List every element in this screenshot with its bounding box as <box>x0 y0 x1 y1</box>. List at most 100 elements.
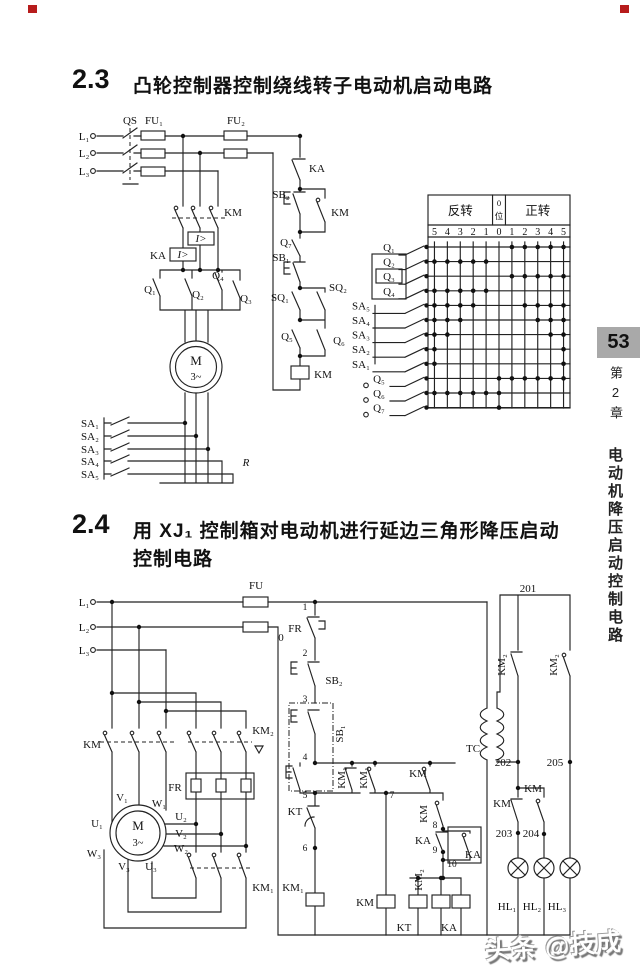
svg-text:W₂: W₂ <box>174 843 188 855</box>
svg-text:3~: 3~ <box>191 372 202 383</box>
svg-text:Q₁: Q₁ <box>144 284 156 296</box>
svg-text:KA: KA <box>465 849 481 861</box>
svg-text:KM: KM <box>314 369 332 381</box>
svg-text:SA₄: SA₄ <box>352 315 370 327</box>
svg-text:R: R <box>242 457 250 469</box>
section1-title: 凸轮控制器控制绕线转子电动机启动电路 <box>133 76 494 97</box>
svg-text:Q₃: Q₃ <box>383 271 395 283</box>
svg-text:SA₃: SA₃ <box>352 330 370 342</box>
svg-text:2: 2 <box>522 227 527 238</box>
svg-text:7: 7 <box>390 791 395 801</box>
svg-text:4: 4 <box>445 227 450 238</box>
svg-text:KM₂: KM₂ <box>252 725 274 737</box>
svg-text:2: 2 <box>303 649 308 659</box>
svg-text:L₂: L₂ <box>79 622 90 634</box>
svg-text:Q₅: Q₅ <box>281 331 293 343</box>
junction-dots <box>109 133 573 881</box>
svg-text:反转: 反转 <box>448 203 473 218</box>
svg-text:L₃: L₃ <box>79 166 90 178</box>
svg-text:1: 1 <box>509 227 514 238</box>
supply-terminals <box>90 133 96 653</box>
svg-text:1: 1 <box>484 227 489 238</box>
svg-text:W₁: W₁ <box>152 798 166 810</box>
svg-text:SQ₂: SQ₂ <box>329 282 347 294</box>
svg-text:9: 9 <box>433 846 438 856</box>
svg-text:KM: KM <box>418 805 430 823</box>
svg-text:W₃: W₃ <box>87 848 101 860</box>
svg-text:SA₄: SA₄ <box>81 456 99 468</box>
svg-text:KT: KT <box>288 806 303 818</box>
svg-text:Q₇: Q₇ <box>373 403 385 415</box>
corner-mark-left <box>28 5 37 13</box>
chapter-number-vertical: 第2章 <box>608 366 623 425</box>
svg-text:Q₆: Q₆ <box>373 388 385 400</box>
svg-text:202: 202 <box>495 757 512 769</box>
svg-text:Q₃: Q₃ <box>240 293 252 305</box>
svg-text:U₂: U₂ <box>175 811 187 823</box>
svg-text:V₁: V₁ <box>116 792 128 804</box>
circuit-2-4-wires <box>96 594 578 936</box>
svg-text:L₃: L₃ <box>79 645 90 657</box>
svg-text:SA₂: SA₂ <box>352 344 370 356</box>
svg-text:6: 6 <box>303 844 308 854</box>
svg-text:3: 3 <box>458 227 463 238</box>
svg-text:SB₁: SB₁ <box>334 725 346 742</box>
svg-text:4: 4 <box>548 227 553 238</box>
section2-title-line1: 用 XJ₁ 控制箱对电动机进行延边三角形降压启动 <box>133 521 560 542</box>
svg-text:FR: FR <box>168 782 182 794</box>
svg-text:KT: KT <box>397 922 412 934</box>
svg-text:I>: I> <box>176 249 188 261</box>
svg-text:0: 0 <box>497 227 502 238</box>
svg-text:I>: I> <box>194 233 206 245</box>
svg-text:2: 2 <box>471 227 476 238</box>
svg-text:1: 1 <box>303 603 308 613</box>
svg-text:HL₃: HL₃ <box>548 901 567 913</box>
svg-text:KM: KM <box>409 768 427 780</box>
svg-text:SA₁: SA₁ <box>81 418 99 430</box>
svg-text:0: 0 <box>278 632 284 644</box>
svg-text:KM: KM <box>331 207 349 219</box>
chapter-title-vertical: 电动机降压启动控制电路 <box>606 447 623 645</box>
svg-text:QS: QS <box>123 115 137 127</box>
svg-text:Q₂: Q₂ <box>383 257 395 269</box>
svg-text:Q₂: Q₂ <box>192 289 204 301</box>
svg-text:Q₄: Q₄ <box>383 286 395 298</box>
svg-text:Q₄: Q₄ <box>212 270 224 282</box>
section2-title-line2: 控制电路 <box>133 549 214 570</box>
svg-text:位: 位 <box>495 211 504 221</box>
svg-text:KM: KM <box>356 897 374 909</box>
svg-text:SA₅: SA₅ <box>352 300 370 312</box>
svg-text:8: 8 <box>433 821 438 831</box>
svg-text:5: 5 <box>561 227 566 238</box>
svg-text:SB₂: SB₂ <box>272 189 289 201</box>
svg-text:V₂: V₂ <box>175 828 187 840</box>
svg-text:M: M <box>132 818 144 833</box>
page-number: 53 <box>597 327 640 358</box>
svg-text:U₃: U₃ <box>145 861 157 873</box>
svg-text:FR: FR <box>288 623 302 635</box>
svg-text:5: 5 <box>432 227 437 238</box>
circuit-2-4-symbols <box>100 596 581 909</box>
svg-text:KM₁: KM₁ <box>336 767 348 789</box>
svg-text:FU₁: FU₁ <box>145 115 163 127</box>
svg-text:KM: KM <box>524 783 542 795</box>
svg-text:KM₁: KM₁ <box>282 882 304 894</box>
svg-text:V₃: V₃ <box>118 861 130 873</box>
corner-mark-right <box>620 5 629 13</box>
svg-text:Q₅: Q₅ <box>373 373 385 385</box>
svg-text:SB₁: SB₁ <box>272 252 289 264</box>
section1-number: 2.3 <box>72 64 110 94</box>
svg-text:Q₇: Q₇ <box>280 237 292 249</box>
svg-text:201: 201 <box>520 583 537 595</box>
svg-text:Q₆: Q₆ <box>333 335 345 347</box>
svg-text:M: M <box>190 353 202 368</box>
svg-text:FU₂: FU₂ <box>227 115 245 127</box>
svg-text:SA₅: SA₅ <box>81 469 99 481</box>
svg-text:204: 204 <box>523 828 540 840</box>
circuit-2-3-symbols <box>129 128 407 394</box>
svg-text:3~: 3~ <box>133 838 144 849</box>
